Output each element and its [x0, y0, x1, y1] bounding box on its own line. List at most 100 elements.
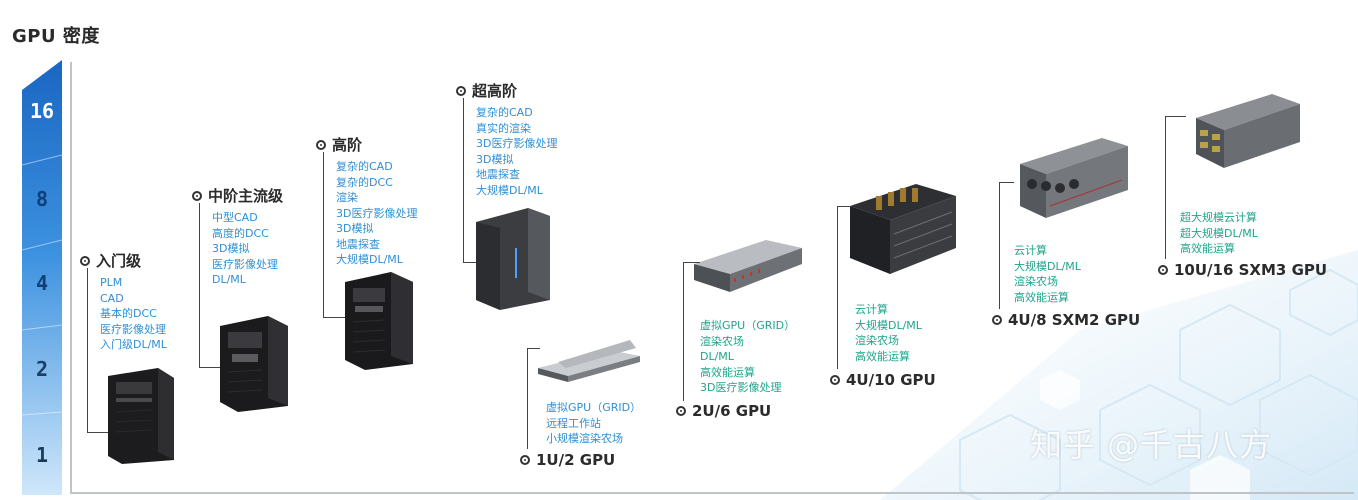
- bullet-icon: [1158, 265, 1168, 275]
- server-1u-2gpu-label: 1U/2 GPU: [520, 451, 615, 469]
- bullet-icon: [520, 455, 530, 465]
- watermark: 知乎 @千古八方: [1030, 426, 1273, 464]
- server-item: 超大规模DL/ML: [1180, 226, 1258, 240]
- tower-workstation-image: [476, 208, 550, 310]
- server-item: DL/ML: [700, 350, 734, 363]
- tier-item: 复杂的DCC: [336, 175, 393, 189]
- tier-item: 中型CAD: [212, 211, 258, 224]
- gpu-density-scale: 16 8 4 2 1: [22, 60, 62, 495]
- bullet-icon: [192, 190, 202, 201]
- server-label-text: 1U/2 GPU: [536, 451, 616, 469]
- server-item: 高效能运算: [1014, 290, 1069, 304]
- bullet-icon: [676, 406, 686, 416]
- rack-server-2u-image: [694, 240, 802, 292]
- tower-workstation-image: [108, 368, 174, 464]
- server-2u-6gpu-desc: 虚拟GPU（GRID） 渲染农场 DL/ML 高效能运算 3D医疗影像处理: [700, 318, 795, 396]
- page-title: GPU 密度: [12, 26, 100, 47]
- rack-server-4u-image: [850, 184, 956, 274]
- server-item: 渲染农场: [855, 334, 899, 347]
- tier-item: DL/ML: [212, 273, 246, 286]
- bullet-icon: [316, 139, 326, 150]
- tier-item: 入门级DL/ML: [100, 338, 167, 351]
- density-level-16: 16: [29, 99, 55, 123]
- x-axis-line: [70, 492, 1354, 494]
- server-item: 3D医疗影像处理: [700, 381, 782, 394]
- tier-item: 渲染: [336, 191, 358, 204]
- tower-workstation-image: [220, 316, 288, 412]
- tier-item: 复杂的CAD: [476, 106, 533, 119]
- tier-mainstream: 中阶主流级 中型CAD 高度的DCC 3D模拟 医疗影像处理 DL/ML: [192, 185, 283, 288]
- density-level-2: 2: [35, 357, 49, 381]
- density-level-8: 8: [35, 187, 49, 211]
- density-bar-graphic: [22, 60, 62, 495]
- tier-items: 复杂的CAD 复杂的DCC 渲染 3D医疗影像处理 3D模拟 地震探查 大规模D…: [336, 159, 417, 268]
- server-item: 远程工作站: [546, 416, 601, 430]
- server-item: 小规模渲染农场: [546, 432, 623, 445]
- connector-line: [323, 152, 348, 318]
- connector-line: [527, 348, 540, 449]
- tier-entry: 入门级 PLM CAD 基本的DCC 医疗影像处理 入门级DL/ML: [80, 250, 167, 353]
- server-item: 高效能运算: [700, 365, 755, 379]
- server-10u-16sxm3-desc: 超大规模云计算 超大规模DL/ML 高效能运算: [1180, 210, 1258, 257]
- connector-line: [999, 182, 1014, 309]
- tier-item: 地震探查: [336, 237, 380, 251]
- tier-ultra: 超高阶 复杂的CAD 真实的渲染 3D医疗影像处理 3D模拟 地震探查 大规模D…: [456, 80, 557, 198]
- tier-item: 大规模DL/ML: [336, 253, 403, 266]
- tier-item: 医疗影像处理: [212, 257, 278, 271]
- connector-line: [837, 206, 852, 369]
- tier-item: 基本的DCC: [100, 307, 157, 320]
- tier-items: 复杂的CAD 真实的渲染 3D医疗影像处理 3D模拟 地震探查 大规模DL/ML: [476, 105, 557, 198]
- server-2u-6gpu-label: 2U/6 GPU: [676, 402, 771, 420]
- server-item: 虚拟GPU（GRID）: [700, 319, 796, 332]
- connector-line: [199, 203, 222, 368]
- tier-item: 地震探查: [476, 168, 520, 181]
- rack-server-1u-image: [538, 340, 640, 382]
- server-4u-8sxm2-desc: 云计算 大规模DL/ML 渲染农场 高效能运算: [1014, 243, 1081, 305]
- connector-line: [1165, 116, 1186, 259]
- y-axis-line: [70, 62, 72, 494]
- server-item: 高效能运算: [855, 349, 910, 363]
- tier-item: CAD: [100, 291, 124, 305]
- server-4u-8sxm2-label: 4U/8 SXM2 GPU: [992, 311, 1140, 329]
- server-label-text: 4U/10 GPU: [846, 371, 936, 389]
- server-item: 虚拟GPU（GRID）: [546, 401, 642, 414]
- tier-name: 高阶: [332, 136, 363, 154]
- bullet-icon: [80, 255, 90, 266]
- tier-items: 中型CAD 高度的DCC 3D模拟 医疗影像处理 DL/ML: [212, 210, 283, 288]
- server-item: 渲染农场: [1014, 275, 1058, 288]
- tier-high: 高阶 复杂的CAD 复杂的DCC 渲染 3D医疗影像处理 3D模拟 地震探查 大…: [316, 134, 417, 268]
- bullet-icon: [830, 375, 840, 385]
- tier-item: 复杂的CAD: [336, 160, 393, 173]
- tier-name: 超高阶: [472, 82, 518, 100]
- tier-item: 大规模DL/ML: [476, 183, 543, 197]
- tier-name: 中阶主流级: [208, 187, 284, 205]
- tier-item: 3D模拟: [212, 242, 250, 255]
- tier-item: 3D模拟: [336, 222, 374, 235]
- connector-line: [683, 262, 700, 401]
- density-level-4: 4: [35, 271, 49, 295]
- tier-item: 真实的渲染: [476, 121, 531, 135]
- server-item: 渲染农场: [700, 334, 744, 348]
- rack-server-10u-sxm3-image: [1196, 94, 1300, 168]
- server-4u-10gpu-label: 4U/10 GPU: [830, 371, 936, 389]
- server-item: 云计算: [1014, 244, 1047, 257]
- tier-item: PLM: [100, 276, 123, 289]
- bullet-icon: [992, 315, 1002, 325]
- connector-line: [463, 98, 482, 263]
- tier-item: 医疗影像处理: [100, 322, 166, 336]
- server-item: 大规模DL/ML: [855, 318, 922, 332]
- server-item: 大规模DL/ML: [1014, 259, 1081, 273]
- tier-items: PLM CAD 基本的DCC 医疗影像处理 入门级DL/ML: [100, 275, 167, 353]
- server-label-text: 10U/16 SXM3 GPU: [1174, 261, 1328, 279]
- server-item: 超大规模云计算: [1180, 211, 1257, 224]
- server-label-text: 4U/8 SXM2 GPU: [1008, 311, 1141, 329]
- server-label-text: 2U/6 GPU: [692, 402, 772, 420]
- rack-server-4u-sxm2-image: [1020, 138, 1128, 218]
- tier-item: 3D医疗影像处理: [336, 206, 418, 220]
- density-level-1: 1: [35, 443, 49, 467]
- bullet-icon: [456, 85, 466, 96]
- tier-item: 3D模拟: [476, 152, 514, 166]
- connector-line: [87, 268, 110, 433]
- tier-item: 3D医疗影像处理: [476, 137, 558, 150]
